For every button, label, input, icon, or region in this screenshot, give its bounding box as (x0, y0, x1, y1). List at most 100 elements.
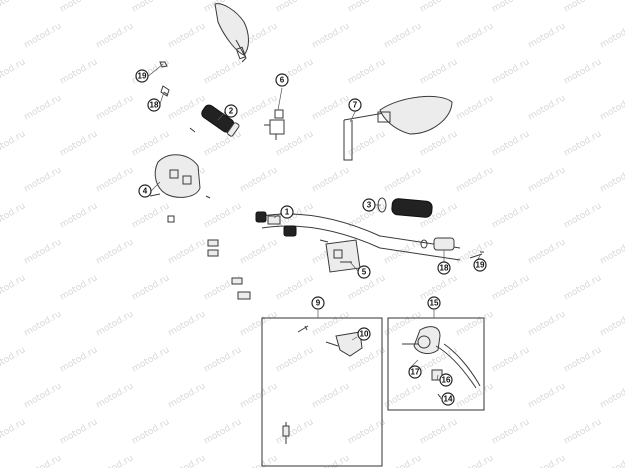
watermark-text: motod.ru (95, 237, 136, 266)
watermark-text: motod.ru (491, 417, 532, 446)
watermark-text: motod.ru (599, 309, 625, 338)
left-switch-housing (149, 154, 211, 223)
watermark-text: motod.ru (419, 273, 460, 302)
callout-5: 5 (357, 265, 371, 279)
watermark-text: motod.ru (59, 345, 100, 374)
watermark-text: motod.ru (275, 0, 316, 15)
watermark-text: motod.ru (0, 345, 27, 374)
callout-15: 15 (427, 296, 441, 310)
bracket-part (264, 109, 285, 140)
watermark-text: motod.ru (527, 381, 568, 410)
callout-14: 14 (441, 392, 455, 406)
detail-right-lever (402, 326, 481, 398)
right-grip (377, 197, 433, 218)
watermark-text: motod.ru (95, 381, 136, 410)
watermark-text: motod.ru (311, 93, 352, 122)
svg-text:6: 6 (280, 76, 285, 85)
watermark-text: motod.ru (239, 381, 280, 410)
svg-text:4: 4 (143, 187, 148, 196)
watermark-text: motod.ru (167, 237, 208, 266)
watermark-text: motod.ru (275, 345, 316, 374)
watermark-text: motod.ru (599, 381, 625, 410)
watermark-text: motod.ru (347, 417, 388, 446)
watermark-text: motod.ru (95, 165, 136, 194)
watermark-text: motod.ru (167, 309, 208, 338)
watermark-text: motod.ru (599, 237, 625, 266)
svg-text:17: 17 (411, 368, 420, 377)
svg-text:2: 2 (229, 107, 234, 116)
watermark-text: motod.ru (275, 417, 316, 446)
watermark-text: motod.ru (95, 309, 136, 338)
svg-text:10: 10 (360, 330, 369, 339)
callout-18-left: 18 (147, 98, 161, 112)
watermark-text: motod.ru (527, 453, 568, 468)
watermark-text: motod.ru (383, 309, 424, 338)
watermark-text: motod.ru (563, 273, 604, 302)
watermark-text: motod.ru (383, 21, 424, 50)
callout-2: 2 (224, 104, 238, 118)
callout-7: 7 (348, 98, 362, 112)
watermark-text: motod.ru (131, 0, 172, 15)
watermark-text: motod.ru (203, 417, 244, 446)
watermark-text: motod.ru (383, 453, 424, 468)
watermark-text: motod.ru (23, 381, 64, 410)
watermark-text: motod.ru (527, 165, 568, 194)
svg-text:16: 16 (442, 376, 451, 385)
watermark-text: motod.ru (419, 129, 460, 158)
watermark-text: motod.ru (455, 453, 496, 468)
watermark-text: motod.ru (95, 21, 136, 50)
watermark-text: motod.ru (563, 345, 604, 374)
callout-19-right: 19 (473, 258, 487, 272)
watermark-text: motod.ru (563, 417, 604, 446)
watermark-text: motod.ru (131, 273, 172, 302)
watermark-text: motod.ru (167, 453, 208, 468)
watermark-text: motod.ru (239, 309, 280, 338)
callouts: 19 18 2 6 7 4 1 3 (135, 69, 487, 406)
watermark-text: motod.ru (23, 21, 64, 50)
watermark-text: motod.ru (0, 273, 27, 302)
watermark-text: motod.ru (275, 273, 316, 302)
watermark-text: motod.ru (527, 237, 568, 266)
watermark-text: motod.ru (455, 165, 496, 194)
svg-text:15: 15 (430, 299, 439, 308)
left-mirror (214, 3, 249, 63)
watermark-text: motod.ru (0, 129, 27, 158)
watermark-text: motod.ru (455, 309, 496, 338)
watermark-text: motod.ru (131, 417, 172, 446)
watermark-text: motod.ru (23, 309, 64, 338)
svg-text:19: 19 (138, 72, 147, 81)
watermark-text: motod.ru (59, 57, 100, 86)
svg-text:1: 1 (285, 208, 290, 217)
watermark-text: motod.ru (239, 93, 280, 122)
watermark-text: motod.ru (311, 381, 352, 410)
callout-3: 3 (362, 198, 376, 212)
svg-text:14: 14 (444, 395, 453, 404)
watermark-text: motod.ru (0, 201, 27, 230)
watermark-text: motod.ru (131, 201, 172, 230)
svg-text:19: 19 (476, 261, 485, 270)
watermark-text: motod.ru (239, 165, 280, 194)
svg-text:18: 18 (440, 264, 449, 273)
detail-box-left (261, 317, 383, 467)
watermark-text: motod.ru (95, 453, 136, 468)
watermark-text: motod.ru (419, 0, 460, 15)
watermark-text: motod.ru (455, 21, 496, 50)
watermark-text: motod.ru (59, 0, 100, 15)
watermark-text: motod.ru (131, 345, 172, 374)
watermark-text: motod.ru (527, 21, 568, 50)
watermark-text: motod.ru (563, 0, 604, 15)
watermark-text: motod.ru (599, 21, 625, 50)
watermark-text: motod.ru (23, 93, 64, 122)
watermark-text: motod.ru (527, 309, 568, 338)
watermark-text: motod.ru (23, 237, 64, 266)
watermark-text: motod.ru (563, 129, 604, 158)
right-mirror (343, 96, 453, 161)
watermark-text: motod.ru (59, 129, 100, 158)
detail-box-right (387, 317, 485, 411)
watermark-text: motod.ru (167, 93, 208, 122)
watermark-text: motod.ru (0, 57, 27, 86)
watermark-text: motod.ru (311, 165, 352, 194)
watermark-text: motod.ru (347, 0, 388, 15)
